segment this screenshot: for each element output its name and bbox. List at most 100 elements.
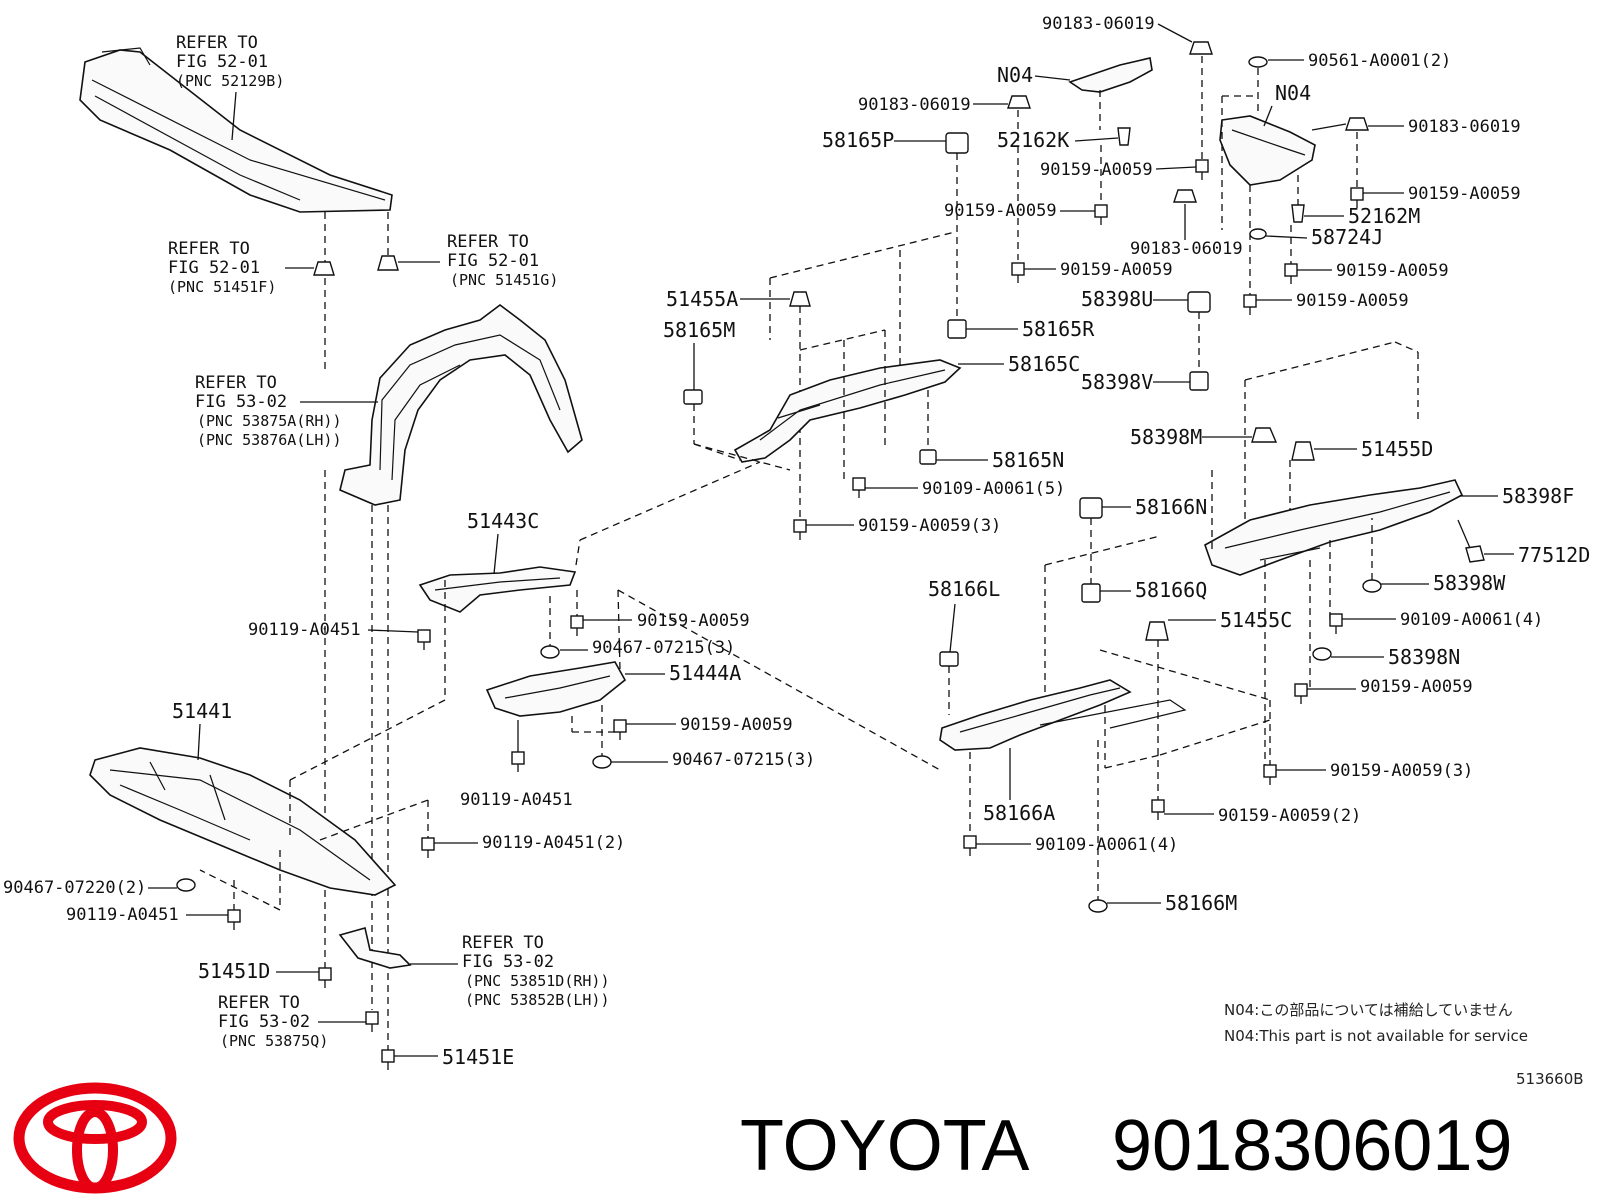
- cover-51444a-part: [485, 661, 627, 717]
- clip-58398m: [1251, 427, 1278, 443]
- refer-label-52129b-1: REFER TO: [176, 33, 258, 53]
- part-label-58398n: 58398N: [1388, 645, 1460, 669]
- brand-name: TOYOTA: [740, 1106, 1029, 1186]
- bolt-90119-a0451-b: [511, 751, 525, 772]
- bolt-90109-a0061-4a: [1329, 613, 1343, 634]
- fender-liner-part: [339, 304, 583, 506]
- part-label-90159-a0059-g: 90159-A0059: [1296, 291, 1409, 311]
- part-label-90159-a0059-h: 90159-A0059: [1060, 260, 1173, 280]
- refer-label-53851d-1: REFER TO: [462, 933, 544, 953]
- part-label-90159-a0059-f: 90159-A0059: [1336, 261, 1449, 281]
- part-label-58398w: 58398W: [1433, 571, 1506, 595]
- clip-53875q: [365, 1011, 379, 1032]
- clip-90183-06019-c: [1345, 117, 1369, 131]
- cover-51443c-part: [418, 566, 577, 613]
- part-label-90119-a0451-b: 90119-A0451: [460, 790, 573, 810]
- part-label-90183-06019-c: 90183-06019: [1408, 117, 1521, 137]
- refer-label-51451g-2: FIG 52-01: [447, 251, 539, 271]
- refer-label-53875q-3: (PNC 53875Q): [220, 1032, 328, 1050]
- part-label-58398u: 58398U: [1081, 287, 1153, 311]
- bolt-90109-a0061-4b: [963, 835, 977, 856]
- bolt-90159-a0059-2: [1151, 799, 1165, 820]
- n04-note-english: N04:This part is not available for servi…: [1224, 1027, 1528, 1045]
- part-label-51444a: 51444A: [669, 661, 741, 685]
- refer-label-53851d-4: (PNC 53852B(LH)): [465, 991, 610, 1009]
- clip-58166m: [1088, 899, 1108, 913]
- bolt-90109-a0061-5: [852, 477, 866, 498]
- refer-label-53851d-3: (PNC 53851D(RH)): [465, 972, 610, 990]
- clip-51455d: [1291, 441, 1315, 461]
- fender-seal-58165c: [733, 359, 962, 463]
- part-label-58165m: 58165M: [663, 318, 735, 342]
- refer-label-51451f-3: (PNC 51451F): [168, 278, 276, 296]
- bolt-51451d: [318, 967, 332, 988]
- refer-label-51451f-2: FIG 52-01: [168, 258, 260, 278]
- bolt-90119-a0451-c: [227, 909, 241, 930]
- bracket-n04-a-part: [1068, 57, 1153, 93]
- refer-label-53875q-2: FIG 53-02: [218, 1012, 310, 1032]
- part-label-90183-06019-a: 90183-06019: [1042, 14, 1155, 34]
- part-label-90183-06019-d: 90183-06019: [1130, 239, 1243, 259]
- part-label-90183-06019-b: 90183-06019: [858, 95, 971, 115]
- part-label-90159-a0059-e: 90159-A0059: [1408, 184, 1521, 204]
- clip-58398n: [1312, 647, 1332, 661]
- clip-58166l: [939, 651, 959, 667]
- part-label-90119-a0451-2: 90119-A0451(2): [482, 833, 625, 853]
- bolt-90159-a0059-i: [1294, 683, 1308, 704]
- part-label-52162k: 52162K: [997, 128, 1069, 152]
- bolt-90159-a0059-d: [1094, 204, 1108, 225]
- nut-90467-07215-a: [540, 645, 560, 659]
- part-label-90119-a0451-c: 90119-A0451: [66, 905, 179, 925]
- refer-label-53851d-2: FIG 53-02: [462, 952, 554, 972]
- part-label-51455c: 51455C: [1220, 608, 1292, 632]
- part-label-51441: 51441: [172, 699, 232, 723]
- engine-under-cover-58398f: [1204, 479, 1464, 576]
- refer-label-52129b-3: (PNC 52129B): [176, 72, 284, 90]
- bolt-90159-a0059-g: [1243, 294, 1257, 315]
- clip-58165p: [945, 132, 969, 154]
- part-label-n04-b: N04: [1275, 81, 1311, 105]
- refer-label-53875q-1: REFER TO: [218, 993, 300, 1013]
- clip-52162m: [1291, 204, 1305, 223]
- part-label-90159-a0059-2: 90159-A0059(2): [1218, 806, 1361, 826]
- part-label-90159-a0059-b: 90159-A0059: [680, 715, 793, 735]
- bracket-n04-b-part: [1219, 115, 1316, 186]
- part-label-58166m: 58166M: [1165, 891, 1237, 915]
- refer-label-53875a-1: REFER TO: [195, 373, 277, 393]
- part-label-n04-a: N04: [997, 63, 1033, 87]
- bolt-90159-a0059-e: [1350, 187, 1364, 208]
- bolt-90119-a0451-2: [421, 837, 435, 858]
- part-label-58166n: 58166N: [1135, 495, 1207, 519]
- clip-77512d: [1465, 545, 1485, 563]
- clip-58166n: [1079, 497, 1103, 519]
- clip-58166q: [1081, 583, 1101, 603]
- washer-90561-a0001: [1248, 56, 1268, 68]
- part-label-58166a: 58166A: [983, 801, 1055, 825]
- clip-90183-06019-a: [1189, 41, 1213, 55]
- part-label-90467-07215-b: 90467-07215(3): [672, 750, 815, 770]
- part-label-51451e: 51451E: [442, 1045, 514, 1069]
- part-label-90159-a0059-3b: 90159-A0059(3): [1330, 761, 1473, 781]
- clip-51455a: [789, 291, 811, 307]
- clip-58398v: [1189, 371, 1209, 391]
- nut-90467-07220-2: [176, 878, 196, 892]
- bolt-90159-a0059-c: [1195, 159, 1209, 180]
- refer-label-53875a-2: FIG 53-02: [195, 392, 287, 412]
- bumper-absorber-part: [79, 47, 393, 213]
- part-label-90467-07220-2: 90467-07220(2): [3, 878, 146, 898]
- clip-58165m: [683, 389, 703, 405]
- bolt-90159-a0059-b: [613, 719, 627, 740]
- bolt-90159-a0059-3a: [793, 519, 807, 540]
- part-label-58165c: 58165C: [1008, 352, 1080, 376]
- part-label-58398f: 58398F: [1502, 484, 1574, 508]
- clip-52162k: [1117, 127, 1131, 146]
- refer-label-51451f-1: REFER TO: [168, 239, 250, 259]
- toyota-logo: [13, 1082, 177, 1194]
- nut-90467-07215-b: [592, 755, 612, 769]
- part-label-58165p: 58165P: [822, 128, 894, 152]
- refer-label-53875a-3: (PNC 53875A(RH)): [197, 412, 342, 430]
- bolt-51451e: [381, 1049, 395, 1070]
- part-label-58398m: 58398M: [1130, 425, 1202, 449]
- part-label-90159-a0059-3a: 90159-A0059(3): [858, 516, 1001, 536]
- part-label-52162m: 52162M: [1348, 204, 1420, 228]
